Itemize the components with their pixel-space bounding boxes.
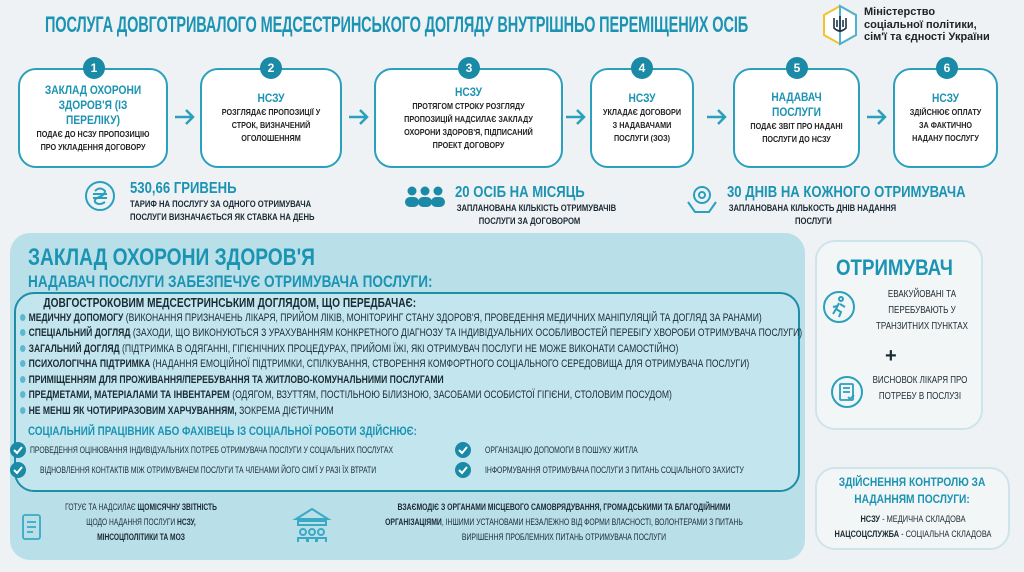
recipient-condition-1: ЕВАКУЙОВАНІ ТА ПЕРЕБУВАЮТЬ У ТРАНЗИТНИХ …	[876, 289, 968, 332]
arrow-right-icon	[707, 109, 727, 125]
document-check-icon	[831, 376, 863, 408]
recipient-title: ОТРИМУВАЧ	[836, 255, 953, 280]
social-item: ПРОВЕДЕННЯ ОЦІНЮВАННЯ ІНДИВІДУАЛЬНИХ ПОТ…	[10, 441, 508, 459]
arrow-right-icon	[349, 109, 369, 125]
check-icon	[10, 441, 26, 458]
panel-subtitle: НАДАВАЧ ПОСЛУГИ ЗАБЕЗПЕЧУЄ ОТРИМУВАЧА ПО…	[28, 272, 433, 291]
arrow-right-icon	[867, 109, 887, 125]
hryvnia-icon	[85, 181, 115, 211]
list-item: МЕДИЧНУ ДОПОМОГУ (ВИКОНАННЯ ПРИЗНАЧЕНЬ Л…	[20, 311, 802, 327]
plus-icon: +	[885, 345, 897, 367]
list-item: СПЕЦІАЛЬНИЙ ДОГЛЯД (ЗАХОДИ, ЩО ВИКОНУЮТЬ…	[20, 326, 802, 342]
social-item: ІНФОРМУВАННЯ ОТРИМУВАЧА ПОСЛУГИ З ПИТАНЬ…	[455, 461, 826, 479]
step-number: 2	[260, 57, 282, 79]
arrow-right-icon	[175, 109, 195, 125]
list-item: ПРИМІЩЕННЯМ ДЛЯ ПРОЖИВАННЯ/ПЕРЕБУВАННЯ Т…	[20, 373, 802, 389]
step-number: 4	[631, 57, 653, 79]
step-number: 6	[936, 57, 958, 79]
people-icon	[405, 186, 445, 207]
control-box	[815, 467, 1010, 550]
care-box	[14, 292, 800, 492]
panel-title: ЗАКЛАД ОХОРОНИ ЗДОРОВ'Я	[28, 244, 315, 271]
social-item: ВІДНОВЛЕННЯ КОНТАКТІВ МІЖ ОТРИМУВАЧЕМ ПО…	[10, 461, 482, 479]
hands-gear-icon	[687, 186, 717, 213]
step-number: 3	[458, 57, 480, 79]
list-item: ПСИХОЛОГІЧНА ПІДТРИМКА (НАДАННЯ ЕМОЦІЙНО…	[20, 357, 802, 373]
check-icon	[10, 461, 26, 478]
control-title: ЗДІЙСНЕННЯ КОНТРОЛЮ ЗА НАДАННЯМ ПОСЛУГИ:	[838, 475, 986, 506]
step-number: 5	[786, 57, 808, 79]
list-item: НЕ МЕНШ ЯК ЧОТИРИРАЗОВИМ ХАРЧУВАННЯМ, ЗО…	[20, 404, 802, 420]
institution-icon	[292, 507, 332, 542]
social-item: ОРГАНІЗАЦІЮ ДОПОМОГИ В ПОШУКУ ЖИТЛА	[455, 441, 686, 459]
list-item: ЗАГАЛЬНИЙ ДОГЛЯД (ПІДТРИМКА В ОДЯГАННІ, …	[20, 342, 802, 358]
check-icon	[455, 461, 471, 478]
recipient-condition-2: ВИСНОВОК ЛІКАРЯ ПРО ПОТРЕБУ В ПОСЛУЗІ	[872, 375, 968, 402]
recipient-box	[815, 240, 983, 430]
check-icon	[455, 441, 471, 458]
care-heading: ДОВГОСТРОКОВИМ МЕДСЕСТРИНСЬКИМ ДОГЛЯДОМ,…	[43, 295, 417, 310]
running-person-icon	[823, 291, 855, 323]
step-number: 1	[83, 57, 105, 79]
interaction-text: ВЗАЄМОДІЄ З ОРГАНАМИ МІСЦЕВОГО САМОВРЯДУ…	[385, 502, 743, 543]
care-list: ДОВГОСТРОКОВИМ МЕДСЕСТРИНСЬКИМ ДОГЛЯДОМ,…	[20, 295, 802, 419]
arrow-right-icon	[566, 109, 586, 125]
ministry-logo-icon	[823, 4, 857, 46]
page-title: ПОСЛУГА ДОВГОТРИВАЛОГО МЕДСЕСТРИНСЬКОГО …	[45, 12, 749, 37]
report-document-icon	[22, 514, 41, 540]
list-item: ПРЕДМЕТАМИ, МАТЕРІАЛАМИ ТА ІНВЕНТАРЕМ (О…	[20, 388, 802, 404]
social-heading: СОЦІАЛЬНИЙ ПРАЦІВНИК АБО ФАХІВЕЦЬ ІЗ СОЦ…	[28, 424, 417, 438]
step-1: ЗАКЛАД ОХОРОНИ ЗДОРОВ'Я (ІЗ ПЕРЕЛІКУ)ПОД…	[18, 68, 168, 168]
